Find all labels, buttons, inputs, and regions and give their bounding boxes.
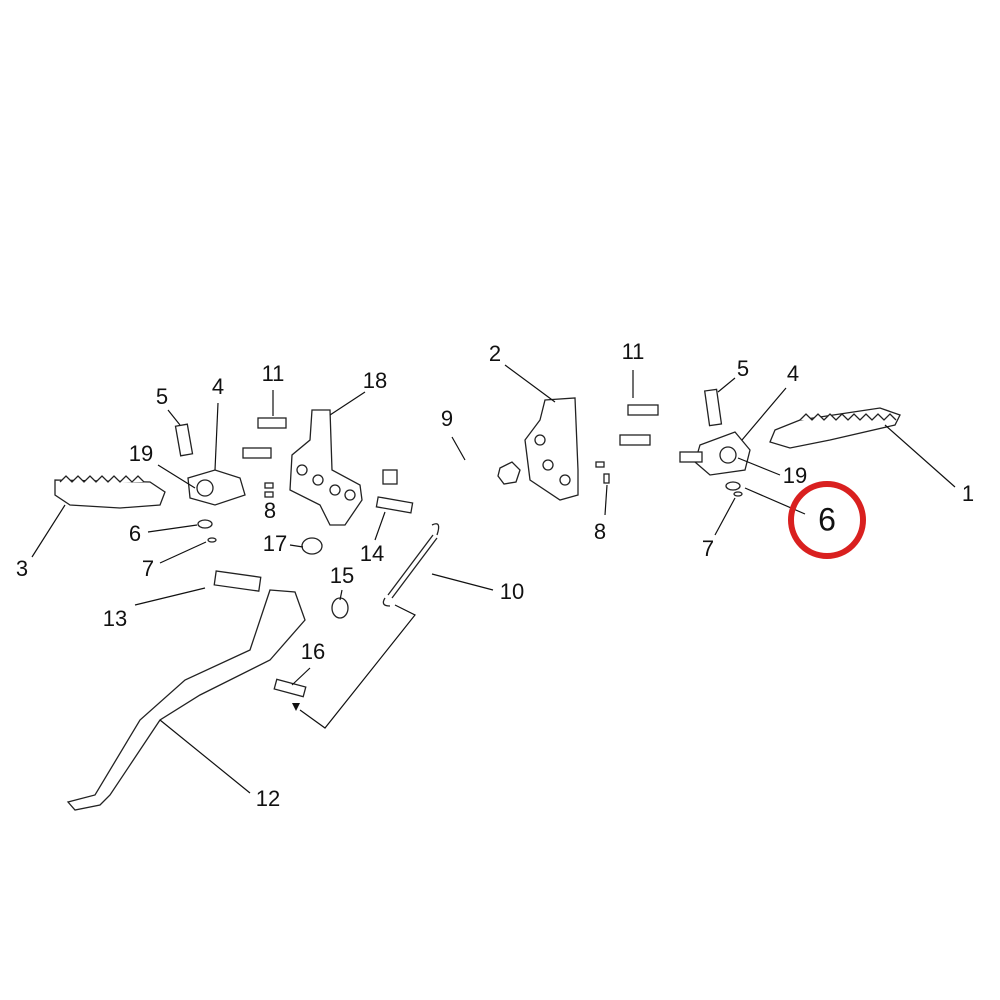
callout-7-right: 7 xyxy=(702,536,714,561)
highlight-circle xyxy=(788,481,866,559)
left-footpeg xyxy=(54,479,166,509)
callout-8-left: 8 xyxy=(264,498,276,523)
spring-10 xyxy=(382,523,440,607)
callout-19-right: 19 xyxy=(783,463,807,488)
callout-17: 17 xyxy=(263,531,287,556)
callout-12: 12 xyxy=(256,786,280,811)
callout-6-right-highlighted[interactable]: 6 xyxy=(818,501,836,537)
callout-9: 9 xyxy=(441,406,453,431)
bracket-pin xyxy=(679,451,703,463)
right-footpeg xyxy=(769,407,901,449)
dowel-8-right-b xyxy=(603,473,610,484)
bolt-11-right-a xyxy=(627,404,659,416)
callout-18: 18 xyxy=(363,368,387,393)
spring-19-left xyxy=(196,479,214,497)
callouts: 2 11 5 4 1 19 6 7 8 9 18 11 5 4 19 3 6 7… xyxy=(16,339,974,811)
callout-6-left: 6 xyxy=(129,521,141,546)
washer-6-left xyxy=(197,519,213,529)
washer-17 xyxy=(301,537,323,555)
pin-5-right xyxy=(703,388,723,427)
bolt-11-left-a xyxy=(257,417,287,429)
pin-5-left xyxy=(174,423,194,457)
arrow-icon xyxy=(292,703,300,711)
dowel-8-left-b xyxy=(264,491,274,498)
callout-4-right: 4 xyxy=(787,361,799,386)
callout-10: 10 xyxy=(500,579,524,604)
pin-16 xyxy=(273,678,307,698)
bracket-18 xyxy=(289,409,363,526)
plate-2 xyxy=(524,397,579,501)
callout-11-right: 11 xyxy=(622,339,645,364)
callout-3: 3 xyxy=(16,556,28,581)
nut-9 xyxy=(497,461,521,485)
bolt-11-right-b xyxy=(619,434,651,446)
parts xyxy=(54,388,901,811)
callout-4-left: 4 xyxy=(212,374,224,399)
bolt-11-left-b xyxy=(242,447,272,459)
bolt-13 xyxy=(213,570,262,592)
bolt-14 xyxy=(375,496,414,514)
nut-left xyxy=(382,469,398,485)
cotter-7-left xyxy=(207,537,217,543)
footpeg-teeth-right xyxy=(799,413,897,421)
dowel-8-right-a xyxy=(595,461,605,468)
callout-13: 13 xyxy=(103,606,127,631)
callout-5-left: 5 xyxy=(156,384,168,409)
callout-5-right: 5 xyxy=(737,356,749,381)
kickstand-12 xyxy=(66,589,306,811)
callout-1: 1 xyxy=(962,481,974,506)
nut-15 xyxy=(331,597,349,619)
footpeg-teeth xyxy=(59,475,145,483)
callout-11-left: 11 xyxy=(262,361,285,386)
callout-14: 14 xyxy=(360,541,384,566)
callout-19-left: 19 xyxy=(129,441,153,466)
callout-2: 2 xyxy=(489,341,501,366)
callout-16: 16 xyxy=(301,639,325,664)
callout-7-left: 7 xyxy=(142,556,154,581)
dowel-8-left-a xyxy=(264,482,274,489)
washer-6-right xyxy=(725,481,741,491)
callout-15: 15 xyxy=(330,563,354,588)
cotter-7-right xyxy=(733,491,743,497)
callout-8-right: 8 xyxy=(594,519,606,544)
spring-19-right xyxy=(719,446,737,464)
